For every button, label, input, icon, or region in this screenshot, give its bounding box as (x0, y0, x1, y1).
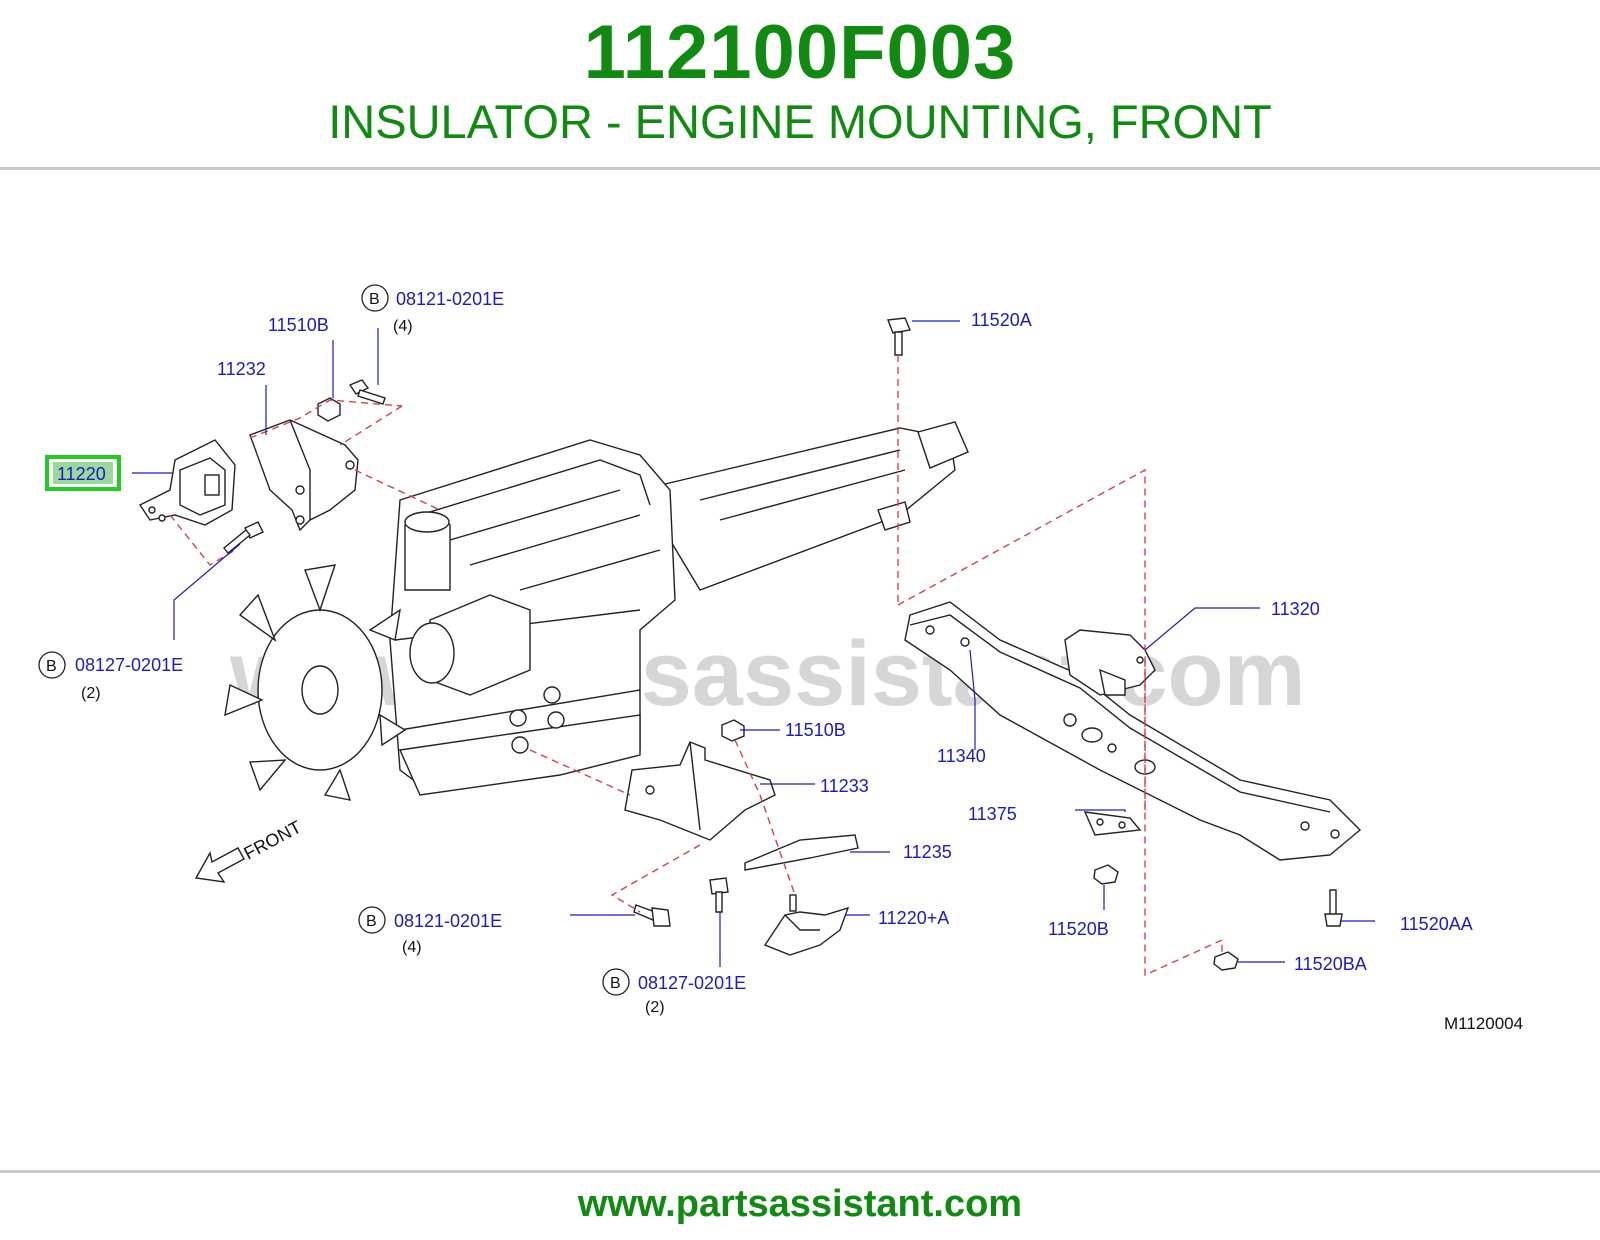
insulator-11220 (138, 439, 236, 526)
callout-11520a[interactable]: 11520A (971, 310, 1032, 330)
callout-11220a[interactable]: 11220+A (878, 908, 949, 928)
nut-11520b (1093, 864, 1119, 885)
qty-08121-top: (4) (393, 318, 413, 335)
nut-11510b-top (317, 397, 341, 422)
front-label: FRONT (240, 817, 304, 864)
callout-08121-bottom[interactable]: 08121-0201E (394, 911, 502, 931)
exploded-parts-diagram: www.partsassistant.com (0, 170, 1600, 1170)
front-direction-indicator: FRONT (194, 817, 305, 883)
bolt-08121-top (348, 379, 386, 405)
bolt-08127-bottom (709, 877, 729, 913)
bolt-08121-bottom (633, 904, 671, 927)
callout-11220[interactable]: 11220 (57, 464, 106, 484)
callout-11375[interactable]: 11375 (968, 804, 1017, 824)
callout-08127-left[interactable]: 08127-0201E (75, 655, 183, 675)
callout-11510b-mid[interactable]: 11510B (785, 720, 846, 740)
b-marker-circle (38, 651, 66, 679)
callout-11233[interactable]: 11233 (820, 776, 869, 796)
bracket-11233 (624, 741, 776, 841)
crossmember-11340 (904, 601, 1362, 861)
callout-11520ba[interactable]: 11520BA (1294, 954, 1367, 974)
nut-11510b-mid (721, 719, 745, 742)
callout-11235[interactable]: 11235 (903, 842, 952, 862)
cooling-fan (224, 564, 407, 801)
assembly-lines (169, 355, 1223, 977)
bolt-11520aa (1324, 889, 1343, 927)
footer-url[interactable]: www.partsassistant.com (577, 1183, 1023, 1225)
b-marker: B (366, 913, 377, 930)
callout-08127-bottom[interactable]: 08127-0201E (638, 973, 746, 993)
callout-11520b[interactable]: 11520B (1048, 919, 1109, 939)
diagram-ref-code: M1120004 (1444, 1014, 1523, 1033)
part-title: INSULATOR - ENGINE MOUNTING, FRONT (328, 95, 1272, 148)
bracket-11232 (249, 419, 359, 532)
callout-11510b-top[interactable]: 11510B (268, 315, 329, 335)
callouts: 11220 11232 11510B B 08121-0201E (4) B 0… (38, 284, 1523, 1033)
engine-assembly (224, 421, 969, 801)
page-header: 112100F003 INSULATOR - ENGINE MOUNTING, … (0, 0, 1600, 168)
b-marker: B (610, 975, 621, 992)
callout-11340[interactable]: 11340 (937, 746, 986, 766)
b-marker-circle (602, 968, 630, 996)
callout-08121-top[interactable]: 08121-0201E (396, 289, 504, 309)
bolt-08127-left (223, 521, 264, 554)
bracket-11320 (1064, 629, 1156, 696)
diagram-canvas: www.partsassistant.com (38, 284, 1523, 1033)
insulator-11220a (763, 894, 850, 956)
footer-divider (0, 1170, 1600, 1173)
callout-11520aa[interactable]: 11520AA (1400, 914, 1473, 934)
b-marker-circle (361, 284, 389, 312)
nut-11520ba (1213, 951, 1239, 971)
callout-11320[interactable]: 11320 (1271, 599, 1320, 619)
callout-11232[interactable]: 11232 (217, 359, 266, 379)
plate-11235 (744, 834, 859, 871)
bolt-11520a (887, 317, 911, 356)
b-marker: B (369, 291, 380, 308)
leader-lines (132, 320, 1375, 967)
b-marker-circle (358, 906, 386, 934)
b-marker: B (46, 658, 57, 675)
highlight-fill (53, 462, 113, 484)
part-number: 112100F003 (583, 10, 1017, 95)
qty-08127-bottom: (2) (645, 999, 665, 1016)
pad-11375 (1083, 811, 1142, 836)
qty-08121-bottom: (4) (402, 939, 422, 956)
qty-08127-left: (2) (81, 685, 101, 702)
header-divider (0, 167, 1600, 170)
